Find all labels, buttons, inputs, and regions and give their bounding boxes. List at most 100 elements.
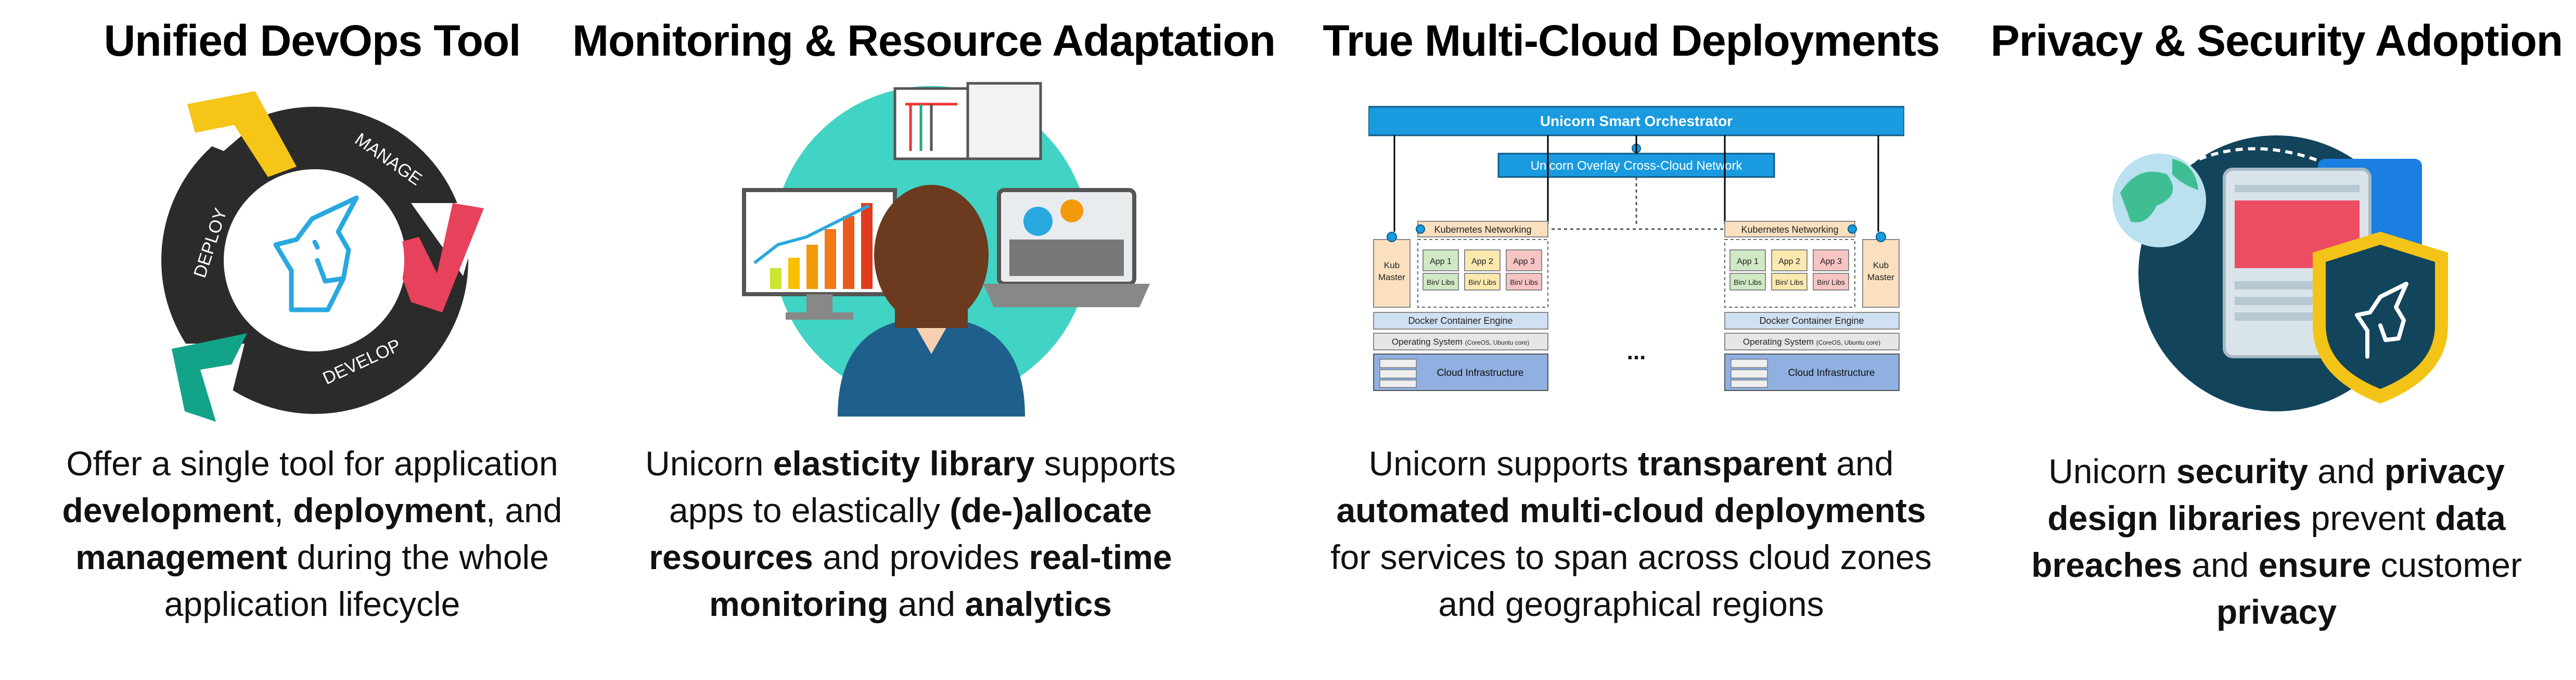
orchestrator-label: Unicorn Smart Orchestrator xyxy=(1540,113,1733,129)
svg-text:Bin/ Libs: Bin/ Libs xyxy=(1817,278,1845,286)
body-text: customer xyxy=(2371,546,2522,584)
desc-line: privacy xyxy=(1977,588,2576,635)
notebook-icon xyxy=(893,82,1042,160)
svg-text:Kubernetes Networking: Kubernetes Networking xyxy=(1741,224,1838,235)
svg-text:Kub: Kub xyxy=(1384,260,1400,270)
panel-security: Privacy & Security Adoption U xyxy=(1977,0,2576,680)
desc-line: for services to span across cloud zones xyxy=(1301,534,1962,581)
overlay-label: Unicorn Overlay Cross-Cloud Network xyxy=(1531,159,1743,173)
ellipsis: ... xyxy=(1627,339,1646,364)
svg-text:App 3: App 3 xyxy=(1513,257,1535,266)
desc-line: Unicorn supports transparent and xyxy=(1301,440,1962,487)
emphasis-text: breaches xyxy=(2031,546,2182,584)
body-text: application lifecycle xyxy=(164,585,460,623)
svg-text:Master: Master xyxy=(1378,272,1405,282)
body-text: and xyxy=(888,585,965,623)
desc-line: application lifecycle xyxy=(0,581,624,627)
globe-icon xyxy=(2112,154,2206,247)
body-text: during the whole xyxy=(287,538,549,576)
multicloud-diagram: Unicorn Smart Orchestrator Unicorn Overl… xyxy=(1368,106,1904,391)
body-text: apps to elastically xyxy=(669,491,950,530)
desc-line: monitoring and analytics xyxy=(572,581,1249,627)
body-text: supports xyxy=(1034,444,1176,483)
svg-text:Docker Container Engine: Docker Container Engine xyxy=(1408,316,1513,326)
desc-line: Unicorn security and privacy xyxy=(1977,448,2576,495)
body-text: and xyxy=(2182,546,2259,584)
body-text: and xyxy=(1826,444,1894,483)
emphasis-text: monitoring xyxy=(709,585,889,623)
desc-line: development, deployment, and xyxy=(0,487,624,534)
emphasis-text: development xyxy=(62,491,274,530)
emphasis-text: deployment xyxy=(293,491,486,530)
svg-text:Docker Container Engine: Docker Container Engine xyxy=(1759,316,1864,326)
emphasis-text: ensure xyxy=(2258,546,2372,584)
body-text: and provides xyxy=(813,538,1029,576)
emphasis-text: management xyxy=(75,538,288,576)
body-text: Unicorn xyxy=(645,444,773,483)
security-illustration xyxy=(2112,135,2448,411)
emphasis-text: real-time xyxy=(1029,538,1172,576)
emphasis-text: (de-)allocate xyxy=(950,491,1152,530)
emphasis-text: data xyxy=(2434,499,2506,537)
body-text: prevent xyxy=(2301,499,2435,537)
panel-multicloud: True Multi-Cloud Deployments Unicorn Sma… xyxy=(1301,0,1962,680)
svg-text:App 2: App 2 xyxy=(1471,257,1493,266)
emphasis-text: design libraries xyxy=(2047,499,2302,537)
desc-line: management during the whole xyxy=(0,534,624,581)
svg-text:Cloud Infrastructure: Cloud Infrastructure xyxy=(1437,368,1524,379)
panel-description: Unicorn security and privacy design libr… xyxy=(1977,448,2576,635)
emphasis-text: transparent xyxy=(1637,444,1827,483)
svg-text:Kubernetes Networking: Kubernetes Networking xyxy=(1434,224,1531,235)
panel-description: Unicorn supports transparent and automat… xyxy=(1301,440,1962,627)
svg-text:Operating System (CoreOS, Ubun: Operating System (CoreOS, Ubuntu core) xyxy=(1392,337,1529,347)
laptop-icon xyxy=(983,188,1150,307)
svg-text:Bin/ Libs: Bin/ Libs xyxy=(1427,278,1455,286)
svg-text:App 3: App 3 xyxy=(1820,257,1842,266)
unicorn-icon xyxy=(273,195,359,312)
panel-title: Monitoring & Resource Adaptation xyxy=(572,16,1276,65)
desc-line: Unicorn elasticity library supports xyxy=(572,440,1249,487)
svg-text:Bin/ Libs: Bin/ Libs xyxy=(1468,278,1496,286)
body-text: Unicorn supports xyxy=(1368,444,1638,483)
body-text: , xyxy=(274,491,293,530)
desc-line: Offer a single tool for application xyxy=(0,440,624,487)
panel-description: Unicorn elasticity library supports apps… xyxy=(572,440,1249,627)
svg-text:App 1: App 1 xyxy=(1737,257,1759,266)
svg-text:Bin/ Libs: Bin/ Libs xyxy=(1734,278,1762,286)
emphasis-text: privacy xyxy=(2384,452,2505,490)
body-text: , and xyxy=(485,491,562,530)
shield-unicorn-icon xyxy=(2313,232,2448,404)
svg-text:App 2: App 2 xyxy=(1778,257,1800,266)
analytics-monitor-icon xyxy=(742,188,897,320)
body-text: Offer a single tool for application xyxy=(66,444,558,483)
person-icon xyxy=(838,185,1025,417)
svg-text:App 1: App 1 xyxy=(1430,257,1452,266)
emphasis-text: elasticity library xyxy=(773,444,1035,483)
desc-line: breaches and ensure customer xyxy=(1977,542,2576,588)
emphasis-text: analytics xyxy=(965,585,1112,623)
desc-line: resources and provides real-time xyxy=(572,534,1249,581)
emphasis-text: privacy xyxy=(2216,593,2337,631)
panel-description: Offer a single tool for application deve… xyxy=(0,440,624,627)
cloud-stack-left: Kubernetes Networking Kub Master App 1 B… xyxy=(1373,221,1548,391)
panel-title: True Multi-Cloud Deployments xyxy=(1323,16,1940,65)
body-text: Unicorn xyxy=(2048,452,2176,490)
devops-cycle-icon: DEPLOY MANAGE DEVELOP xyxy=(156,91,484,422)
desc-line: apps to elastically (de-)allocate xyxy=(572,487,1249,534)
panel-monitoring: Monitoring & Resource Adaptation xyxy=(572,0,1276,680)
svg-text:Bin/ Libs: Bin/ Libs xyxy=(1510,278,1538,286)
desc-line: and geographical regions xyxy=(1301,581,1962,627)
svg-text:Kub: Kub xyxy=(1873,260,1889,270)
emphasis-text: automated multi-cloud deployments xyxy=(1336,491,1926,530)
svg-text:Cloud Infrastructure: Cloud Infrastructure xyxy=(1788,368,1875,379)
monitoring-illustration xyxy=(742,82,1150,417)
desc-line: automated multi-cloud deployments xyxy=(1301,487,1962,534)
panel-devops: Unified DevOps Tool DEPLOY MANAGE DEVELO… xyxy=(0,0,624,680)
emphasis-text: security xyxy=(2176,452,2308,490)
svg-text:Operating System (CoreOS, Ubun: Operating System (CoreOS, Ubuntu core) xyxy=(1743,337,1880,347)
body-text: for services to span across cloud zones xyxy=(1330,538,1932,576)
panel-title: Unified DevOps Tool xyxy=(104,16,521,65)
cloud-stack-right: Kubernetes Networking Kub Master App 1 B… xyxy=(1724,221,1900,391)
svg-text:Master: Master xyxy=(1867,272,1894,282)
emphasis-text: resources xyxy=(649,538,813,576)
